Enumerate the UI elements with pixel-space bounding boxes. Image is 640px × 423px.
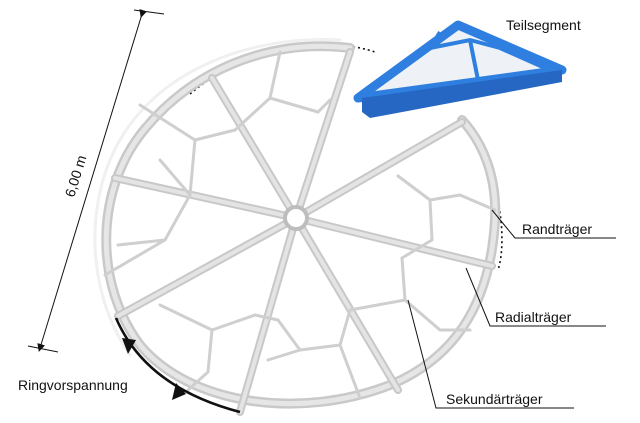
dimension-line [37,9,147,352]
leader-lines [407,209,616,409]
ring-prestress-arrows [114,317,241,414]
radial-beam-label: Radialträger [495,309,572,325]
ring-prestress-label: Ringvorspannung [18,377,128,393]
edge-beam-label: Randträger [522,221,592,237]
center-hub [283,205,309,231]
teilsegment-piece [353,20,567,118]
dimension-label: 6,00 m [62,153,90,199]
teilsegment-label: Teilsegment [506,17,581,33]
wheel-structure [93,38,501,416]
secondary-beams [103,50,497,400]
secondary-beam-label: Sekundärträger [446,391,543,407]
